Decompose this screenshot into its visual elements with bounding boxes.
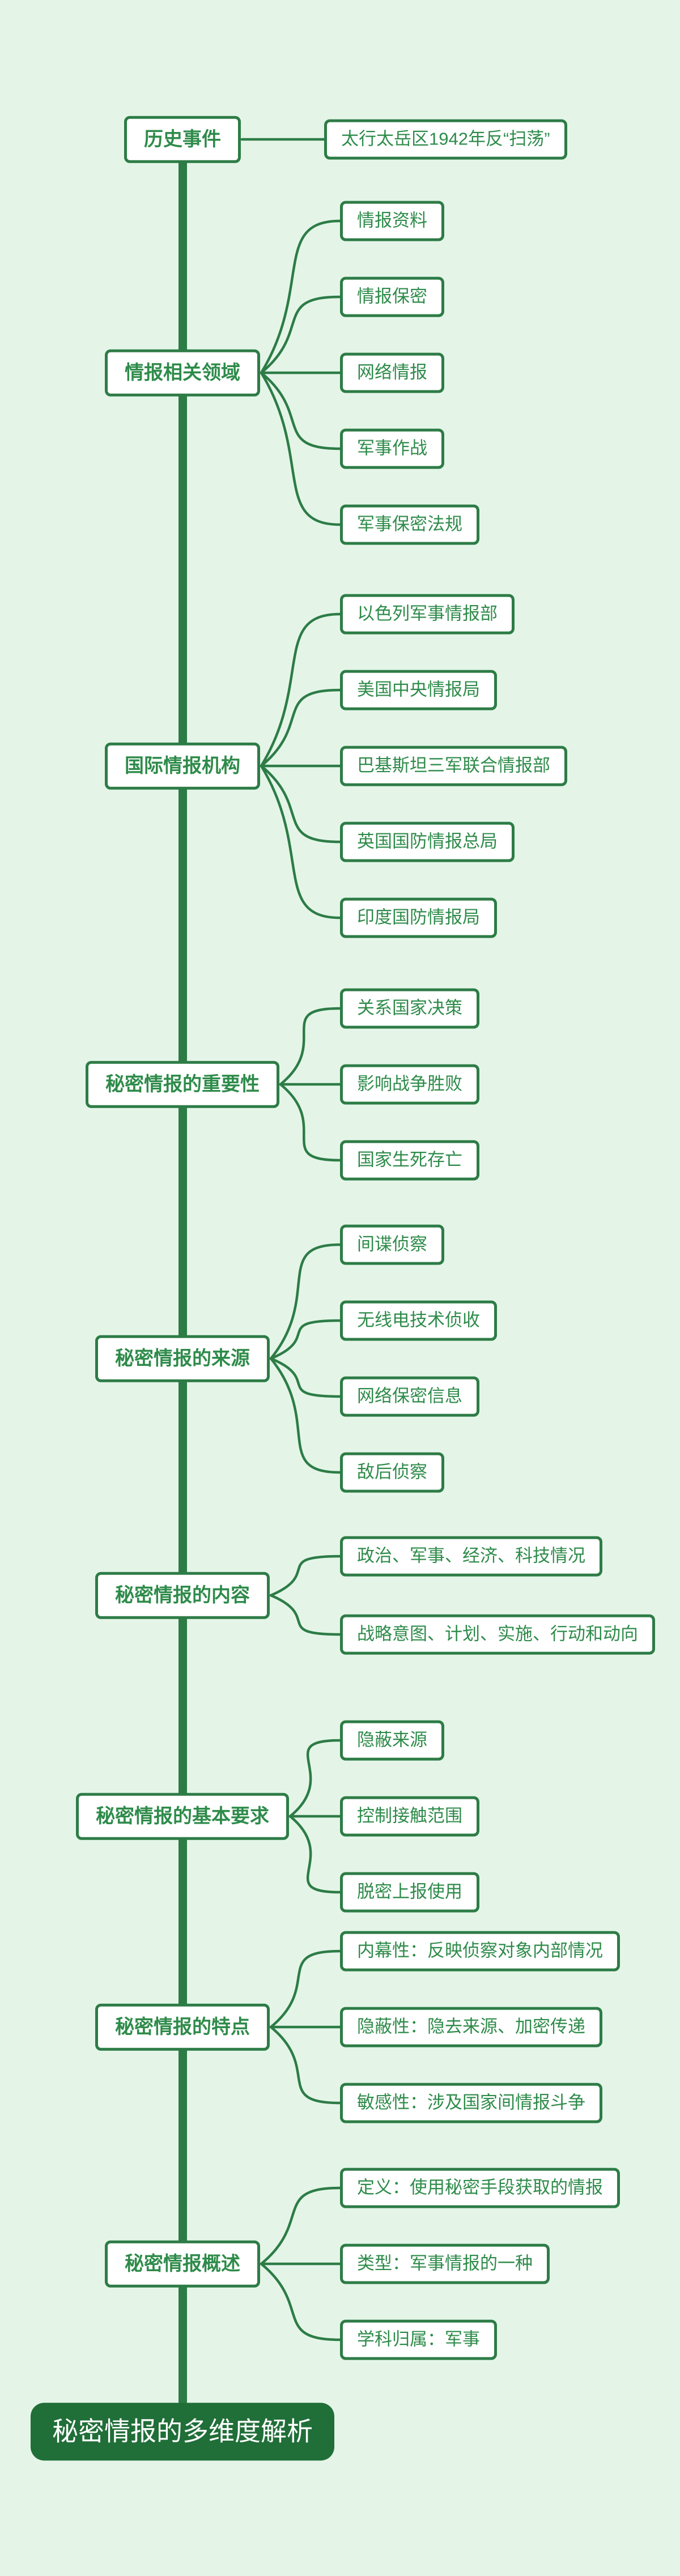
connector-line <box>279 1007 342 1086</box>
connector-line <box>260 2262 342 2341</box>
connector-line <box>269 1243 342 1360</box>
connector-line <box>269 1555 342 1597</box>
leaf-node[interactable]: 控制接触范围 <box>340 1796 479 1837</box>
leaf-node[interactable]: 敌后侦察 <box>340 1452 444 1493</box>
leaf-node[interactable]: 脱密上报使用 <box>340 1872 479 1913</box>
leaf-node[interactable]: 间谍侦察 <box>340 1224 444 1265</box>
connector-line <box>260 764 342 919</box>
leaf-node[interactable]: 以色列军事情报部 <box>340 594 515 635</box>
connector-line <box>260 371 342 526</box>
connector-line <box>260 2186 342 2266</box>
connector-line <box>260 371 342 450</box>
leaf-node[interactable]: 政治、军事、经济、科技情况 <box>340 1536 602 1577</box>
leaf-node[interactable]: 美国中央情报局 <box>340 670 497 710</box>
connector-line <box>260 295 342 374</box>
leaf-node[interactable]: 军事作战 <box>340 428 444 469</box>
branch-node-historical-events[interactable]: 历史事件 <box>124 116 241 163</box>
connector-line <box>260 219 342 374</box>
connector-line <box>288 1815 342 1894</box>
branch-node-content[interactable]: 秘密情报的内容 <box>95 1572 270 1619</box>
leaf-node[interactable]: 敏感性：涉及国家间情报斗争 <box>340 2083 602 2123</box>
leaf-node[interactable]: 影响战争胜败 <box>340 1064 479 1105</box>
branch-node-international-agencies[interactable]: 国际情报机构 <box>105 742 260 790</box>
leaf-node[interactable]: 网络保密信息 <box>340 1376 479 1417</box>
leaf-node[interactable]: 情报保密 <box>340 276 444 317</box>
branch-node-importance[interactable]: 秘密情报的重要性 <box>86 1061 279 1108</box>
branch-node-sources[interactable]: 秘密情报的来源 <box>95 1335 270 1382</box>
leaf-node[interactable]: 网络情报 <box>340 352 444 393</box>
leaf-node[interactable]: 英国国防情报总局 <box>340 821 515 862</box>
leaf-node[interactable]: 太行太岳区1942年反“扫荡” <box>324 119 567 160</box>
connector-line <box>269 1949 342 2029</box>
leaf-node[interactable]: 军事保密法规 <box>340 504 479 545</box>
connector-line <box>260 612 342 768</box>
leaf-node[interactable]: 类型：军事情报的一种 <box>340 2243 550 2284</box>
leaf-node[interactable]: 学科归属：军事 <box>340 2319 497 2360</box>
branch-node-basic-requirements[interactable]: 秘密情报的基本要求 <box>76 1792 289 1840</box>
leaf-node[interactable]: 国家生死存亡 <box>340 1140 479 1181</box>
root-node[interactable]: 秘密情报的多维度解析 <box>31 2403 334 2460</box>
connector-line <box>269 1357 342 1398</box>
connector-line <box>279 1083 342 1162</box>
leaf-node[interactable]: 内幕性：反映侦察对象内部情况 <box>340 1931 620 1972</box>
branch-node-overview[interactable]: 秘密情报概述 <box>105 2240 260 2288</box>
leaf-node[interactable]: 战略意图、计划、实施、行动和动向 <box>340 1614 655 1655</box>
leaf-node[interactable]: 关系国家决策 <box>340 988 479 1029</box>
branch-node-intelligence-fields[interactable]: 情报相关领域 <box>105 349 260 397</box>
connector-line <box>269 1594 342 1636</box>
leaf-node[interactable]: 情报资料 <box>340 201 444 241</box>
connector-line <box>260 688 342 768</box>
branch-node-characteristics[interactable]: 秘密情报的特点 <box>95 2003 270 2051</box>
leaf-node[interactable]: 隐蔽性：隐去来源、加密传递 <box>340 2007 602 2047</box>
leaf-node[interactable]: 巴基斯坦三军联合情报部 <box>340 746 567 786</box>
connector-line <box>269 2025 342 2105</box>
leaf-node[interactable]: 印度国防情报局 <box>340 897 497 938</box>
connector-line <box>269 1357 342 1474</box>
leaf-node[interactable]: 无线电技术侦收 <box>340 1300 497 1341</box>
connector-line <box>269 1319 342 1360</box>
trunk-line <box>178 139 187 2404</box>
leaf-node[interactable]: 隐蔽来源 <box>340 1720 444 1761</box>
connector-line <box>260 764 342 844</box>
connector-line <box>288 1739 342 1818</box>
leaf-node[interactable]: 定义：使用秘密手段获取的情报 <box>340 2168 620 2208</box>
